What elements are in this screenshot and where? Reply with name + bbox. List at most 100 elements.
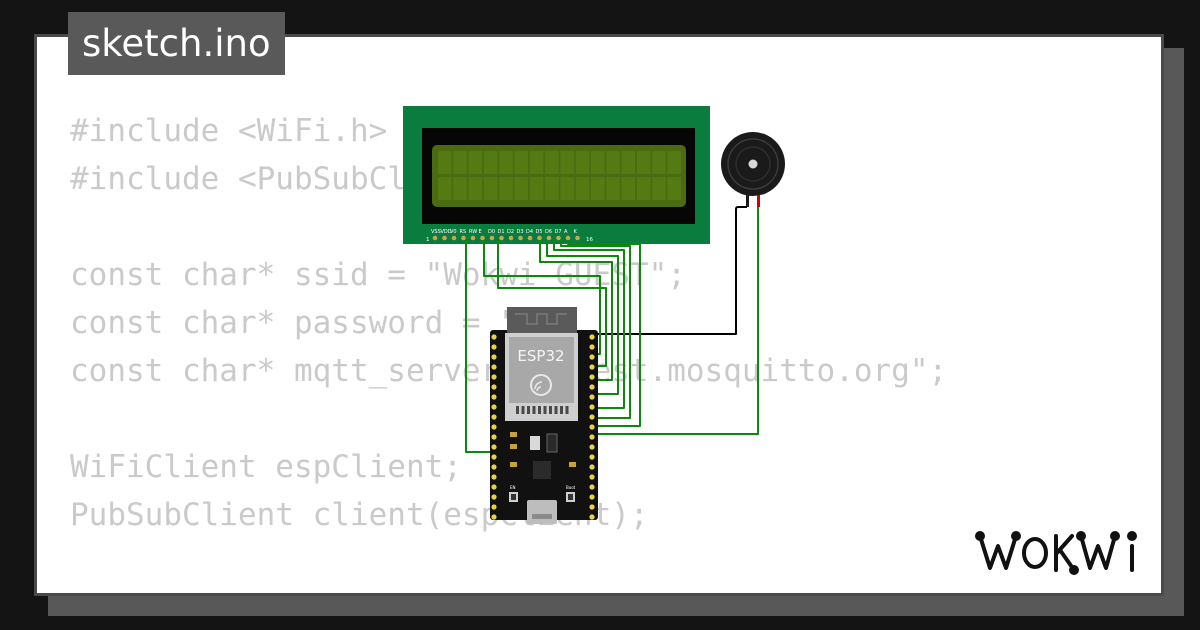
lcd-char-cell [438, 177, 452, 200]
lcd-pin-label: D1 [498, 229, 505, 235]
buzzer-center [748, 159, 758, 169]
esp32-pin [589, 504, 595, 510]
lcd-pin-label: D2 [507, 229, 514, 235]
wire-d7[interactable] [560, 240, 631, 419]
code-line: #include <WiFi.h> [70, 113, 388, 149]
esp32-pin [589, 434, 595, 440]
esp32-pin [589, 394, 595, 400]
lcd-char-cell [514, 151, 528, 174]
boot-button-label: Boot [566, 485, 576, 490]
module-pads [516, 406, 569, 414]
esp32-chip-label: ESP32 [517, 347, 564, 365]
micro-usb-port[interactable] [527, 500, 557, 524]
lcd-pin [480, 235, 485, 241]
en-button-label: EN [510, 485, 516, 490]
esp32-pin [491, 494, 497, 500]
wire-gnd[interactable] [465, 240, 496, 453]
lcd-pin [432, 235, 438, 241]
lcd-char-cell [468, 177, 483, 200]
smd-component [569, 462, 576, 467]
esp32-antenna [507, 307, 577, 333]
esp32-pin [589, 454, 595, 460]
module-pad [532, 406, 536, 414]
esp32-pin [589, 474, 595, 480]
wires [465, 206, 759, 453]
module-pad [543, 406, 547, 414]
lcd-char-cell [667, 151, 681, 174]
esp32-pin [589, 364, 595, 370]
esp32-pin [491, 484, 497, 490]
lcd-pin-start-label: 1 [426, 237, 430, 243]
lcd-pin-label: K [574, 229, 578, 235]
wire-e[interactable] [497, 240, 607, 367]
wire-d5[interactable] [546, 240, 619, 395]
module-pad [554, 406, 558, 414]
esp32-pin [589, 424, 595, 430]
esp32-pin [491, 354, 497, 360]
wire-backlight[interactable] [567, 240, 641, 427]
module-pad [521, 406, 525, 414]
file-name-tab[interactable]: sketch.ino [68, 12, 285, 75]
lcd-char-cell [499, 151, 513, 174]
smd-component [510, 444, 517, 449]
lcd-char-cell [545, 177, 559, 200]
lcd-pin-label: D3 [517, 229, 524, 235]
lcd-pin [556, 235, 561, 241]
esp32-pin [491, 474, 497, 480]
esp32-pin-headers [491, 334, 595, 520]
module-pad [560, 406, 563, 414]
lcd-pin [546, 235, 552, 241]
smd-component [510, 462, 517, 467]
lcd-pin-end-label: 16 [586, 237, 593, 243]
esp32-module-can [509, 337, 574, 403]
esp32-pin [589, 344, 595, 350]
esp32-pin [491, 464, 497, 470]
lcd-pin [442, 235, 447, 241]
lcd-char-cell [636, 177, 651, 200]
lcd-char-cell [483, 177, 498, 200]
lcd-pin [489, 235, 495, 241]
smd-component [546, 433, 558, 453]
wokwi-logo [975, 531, 1137, 575]
esp32-pin [491, 444, 497, 450]
module-pad [516, 406, 519, 414]
lcd-char-cell [606, 151, 620, 174]
esp32-pin [491, 504, 497, 510]
wire-buzzer-negative[interactable] [592, 206, 747, 335]
buzzer-ring [735, 146, 771, 182]
lcd-char-cell [453, 151, 467, 174]
lcd-char-cell [468, 151, 483, 174]
lcd-char-cell [453, 177, 467, 200]
module-pad [549, 406, 552, 414]
wire-d4[interactable] [539, 240, 613, 381]
lcd-cell-grid [438, 151, 681, 200]
esp32-pin [491, 424, 497, 430]
lcd-char-cell [636, 151, 651, 174]
usb-uart-chip [533, 461, 551, 479]
lcd-pin-label: RS [460, 229, 467, 235]
lcd-char-cell [560, 177, 574, 200]
esp32-pin [491, 514, 497, 520]
wire-d6[interactable] [553, 240, 625, 409]
lcd-pin-label: E [479, 229, 482, 235]
lcd-char-cell [514, 177, 528, 200]
antenna-trace [515, 313, 567, 325]
esp32-pin [589, 354, 595, 360]
usb-opening [532, 514, 552, 519]
esp32-pin [491, 454, 497, 460]
esp32-pin [589, 334, 595, 340]
buzzer[interactable] [721, 132, 785, 207]
esp32-pin [491, 404, 497, 410]
lcd-char-cell [621, 177, 636, 200]
lcd-pin-label: RW [469, 229, 477, 235]
lcd-pin [499, 235, 504, 241]
lcd-pin [565, 235, 571, 241]
lcd-pin [537, 235, 542, 241]
esp32-pin [589, 444, 595, 450]
lcd-pin [527, 235, 533, 241]
esp32-board[interactable]: ESP32 EN Boot [490, 307, 598, 524]
wire-buzzer-positive[interactable] [592, 207, 759, 435]
lcd-pin-label: VSS [431, 229, 441, 235]
